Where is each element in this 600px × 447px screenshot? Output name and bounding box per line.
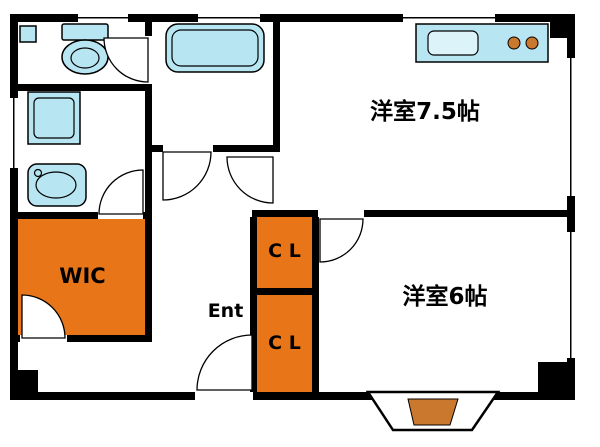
wall-bath-bottom <box>152 145 280 152</box>
wall-room75-room6 <box>252 210 575 217</box>
wall-between-closets <box>257 288 312 295</box>
door-gap-washroom <box>98 212 143 219</box>
wall-closet-room6 <box>312 217 319 392</box>
wall-toilet-washroom <box>18 84 145 91</box>
stove-burners-icon <box>507 36 539 50</box>
door-gap-wic <box>20 335 67 342</box>
wall-wic-bottom <box>18 335 152 342</box>
closet-top-label: C L <box>268 240 301 262</box>
closet-top <box>257 217 312 288</box>
wall-bath-room75 <box>273 14 280 152</box>
door-arc-room6 <box>319 218 364 263</box>
wall-left <box>10 14 18 400</box>
wall-right <box>567 14 575 400</box>
window-right-room6 <box>567 232 575 358</box>
entrance-label: Ent <box>207 300 244 322</box>
door-arc-washroom <box>98 169 144 215</box>
door-gap-toilet <box>145 36 152 84</box>
room75-label: 洋室7.5帖 <box>370 99 480 125</box>
closet-bottom-label: C L <box>268 332 301 354</box>
room6-label: 洋室6帖 <box>402 284 488 310</box>
pillar-bottom-left <box>10 370 38 400</box>
pillar-top-right <box>550 14 575 38</box>
bathtub-icon <box>165 23 265 73</box>
door-gap-bath <box>163 145 213 152</box>
wall-top <box>10 14 575 22</box>
door-arc-bath <box>162 151 212 201</box>
window-top-bath <box>198 14 260 22</box>
toilet-icon <box>19 23 109 75</box>
wall-bottom <box>10 392 575 400</box>
window-right-room75 <box>567 58 575 196</box>
door-arc-toilet <box>103 37 149 83</box>
door-gap-room75 <box>273 155 280 203</box>
washbasin-icon <box>27 163 87 207</box>
door-arc-room75 <box>226 156 274 204</box>
door-arc-entrance <box>196 334 253 391</box>
wall-left-column <box>145 14 152 342</box>
wall-hall-closet <box>250 217 257 392</box>
window-left-washroom <box>10 98 18 168</box>
window-top-toilet <box>78 14 128 22</box>
pillar-bottom-right <box>538 362 575 400</box>
wall-washroom-wic <box>18 212 145 219</box>
door-gap-room6 <box>318 210 364 217</box>
wic-label: WIC <box>59 264 106 288</box>
window-top-kitchen <box>403 14 495 22</box>
closet-bottom <box>257 295 312 392</box>
washing-machine-icon <box>27 91 81 145</box>
door-gap-entrance <box>195 392 253 400</box>
kitchen-counter-icon <box>415 23 549 63</box>
